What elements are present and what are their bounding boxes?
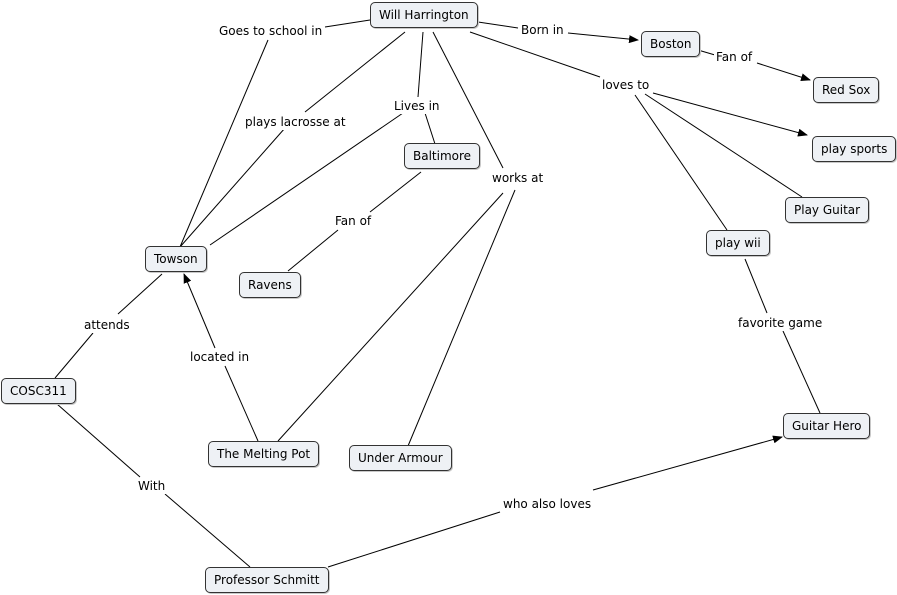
concept-towson[interactable]: Towson — [145, 246, 207, 272]
edge-who-also-loves-guitar-hero — [592, 435, 783, 491]
link-label-loves-to: loves to — [600, 77, 652, 93]
edge-will-lives-in — [417, 31, 424, 98]
edge-loves-to-play-sports — [652, 92, 808, 137]
edge-baltimore-fan-of — [369, 171, 422, 213]
link-label-lives-in: Lives in — [392, 98, 442, 114]
edge-cosc311-with — [56, 403, 141, 478]
link-label-fan-of-baltimore: Fan of — [333, 213, 374, 229]
concept-red-sox[interactable]: Red Sox — [813, 77, 880, 103]
edge-works-at-melting-pot — [277, 192, 504, 442]
concept-the-melting-pot[interactable]: The Melting Pot — [208, 441, 320, 467]
edge-goes-to-school-towson — [179, 39, 269, 248]
link-label-attends: attends — [82, 317, 132, 333]
edge-will-loves-to — [469, 31, 601, 78]
edge-works-at-under-armour — [407, 189, 516, 447]
edge-plays-lacrosse-towson — [179, 127, 286, 248]
concept-professor-schmitt[interactable]: Professor Schmitt — [205, 567, 329, 593]
edge-will-born-in — [477, 21, 519, 29]
edge-located-in-towson — [183, 273, 216, 349]
link-label-born-in: Born in — [519, 22, 566, 38]
edge-attends-cosc311 — [54, 332, 94, 379]
edge-loves-to-play-guitar — [644, 93, 803, 198]
edge-loves-to-play-wii — [634, 94, 728, 231]
concept-guitar-hero[interactable]: Guitar Hero — [783, 413, 871, 439]
edge-will-works-at — [432, 31, 504, 169]
edge-favorite-game-guitar-hero — [782, 330, 821, 414]
link-label-who-also-loves: who also loves — [501, 496, 594, 512]
edge-melting-pot-located-in — [224, 365, 259, 442]
concept-play-wii[interactable]: play wii — [706, 230, 770, 256]
link-label-located-in: located in — [188, 349, 252, 365]
link-label-favorite-game: favorite game — [736, 315, 825, 331]
edge-fan-of-redsox — [756, 62, 811, 82]
concept-ravens[interactable]: Ravens — [239, 272, 301, 298]
edge-will-plays-lacrosse — [304, 31, 406, 113]
concept-play-guitar[interactable]: Play Guitar — [785, 197, 870, 223]
concept-play-sports[interactable]: play sports — [812, 136, 897, 162]
edge-fan-of-ravens — [287, 229, 339, 272]
link-label-with: With — [136, 478, 168, 494]
concept-will-harrington[interactable]: Will Harrington — [370, 2, 478, 28]
concept-boston[interactable]: Boston — [641, 31, 701, 57]
edge-play-wii-favorite-game — [744, 258, 768, 314]
concept-cosc311[interactable]: COSC311 — [1, 378, 76, 404]
edge-lives-in-baltimore — [424, 112, 436, 145]
edge-towson-attends — [117, 273, 163, 315]
edge-boston-fan-of — [697, 49, 716, 56]
edge-lives-in-towson — [209, 112, 404, 246]
link-label-fan-of-boston: Fan of — [714, 49, 755, 65]
link-label-goes-to-school: Goes to school in — [217, 23, 325, 39]
edge-born-in-boston — [567, 32, 639, 44]
link-label-plays-lacrosse: plays lacrosse at — [243, 114, 348, 130]
concept-baltimore[interactable]: Baltimore — [404, 143, 481, 169]
concept-under-armour[interactable]: Under Armour — [349, 445, 452, 471]
edge-schmitt-who-also-loves — [327, 511, 501, 568]
edge-with-schmitt — [164, 493, 251, 568]
edge-will-goes-to-school — [324, 19, 371, 28]
link-label-works-at: works at — [490, 170, 546, 186]
